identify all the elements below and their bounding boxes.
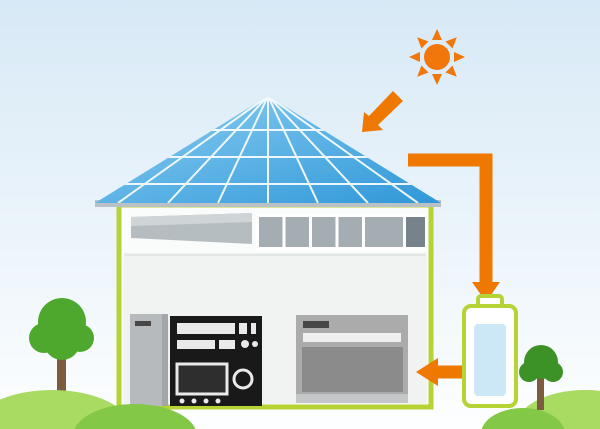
dishwasher-plinth [296,394,408,403]
small-tree [519,345,563,410]
arrow-sun-to-roof [362,91,403,132]
dishwasher-handle [303,321,329,328]
second-floor-windows [256,214,426,250]
battery-charge-level [474,324,506,396]
dishwasher-recess [303,333,401,342]
microwave-dial [232,368,254,390]
tree-trunk [57,350,66,408]
sun-rays [409,29,465,85]
dishwasher-unit [296,315,408,403]
bush [481,408,565,429]
audio-microwave-stack [170,316,262,406]
stack-displays [177,323,258,349]
tree-canopy [29,298,94,360]
cabinet-body [130,314,168,406]
large-tree [29,298,94,408]
arrow-battery-to-appliances-head [416,358,438,386]
cabinet-handle [135,321,151,326]
bushes-left [0,390,196,429]
tree-canopy [519,345,563,382]
kitchen-cabinet [130,314,168,406]
microwave-window [175,362,229,396]
bush [74,404,196,429]
dishwasher-door [302,347,403,392]
second-floor-awning [131,213,252,244]
roof-eave [95,200,441,207]
bushes-right [481,390,600,429]
awning-top [131,213,252,226]
window-pane-dark [406,217,425,247]
storage-battery [462,294,518,408]
sun-disc [424,44,450,70]
window-mullions [282,217,339,247]
stack-base-buttons [179,398,221,404]
window-pane [365,217,403,247]
cabinet-shade [162,314,168,406]
arrow-roof-to-battery-head [472,282,500,302]
arrow-roof-to-battery-shaft [408,153,493,282]
arrow-roof-to-battery [408,153,500,302]
tree-trunk [537,376,544,410]
house [95,96,441,410]
sun-icon [409,29,465,85]
